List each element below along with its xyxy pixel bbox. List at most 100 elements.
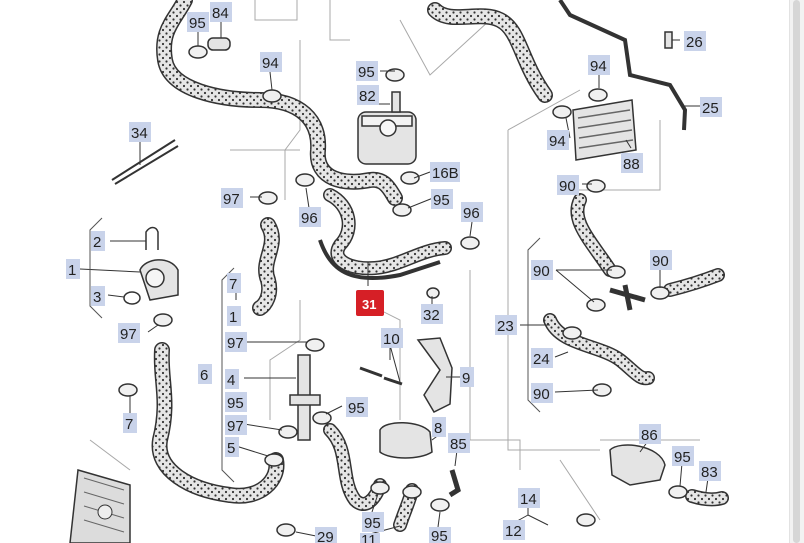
svg-text:1: 1 (229, 309, 237, 326)
svg-text:7: 7 (125, 416, 133, 433)
label-96: 96 (299, 207, 321, 227)
label-6: 6 (198, 364, 212, 384)
label-85: 85 (448, 433, 470, 453)
label-83: 83 (699, 461, 721, 481)
label-1: 1 (66, 259, 80, 279)
svg-text:95: 95 (674, 449, 691, 466)
label-86: 86 (639, 424, 661, 444)
label-97: 97 (118, 323, 140, 343)
svg-text:95: 95 (348, 400, 365, 417)
label-88: 88 (621, 153, 643, 173)
svg-text:3: 3 (93, 289, 101, 306)
label-95: 95 (362, 512, 384, 532)
svg-text:4: 4 (227, 372, 235, 389)
label-94: 94 (588, 55, 610, 75)
label-97: 97 (225, 332, 247, 352)
svg-text:82: 82 (359, 88, 376, 105)
svg-text:5: 5 (227, 440, 235, 457)
part-labels: 84 95 94 34 95 82 16B 95 96 97 96 94 94 … (66, 2, 722, 543)
svg-text:95: 95 (189, 15, 206, 32)
label-10: 10 (381, 328, 403, 348)
svg-text:90: 90 (652, 253, 669, 270)
label-95: 95 (429, 527, 451, 543)
svg-text:90: 90 (533, 386, 550, 403)
label-29: 29 (315, 527, 337, 543)
label-7: 7 (123, 413, 137, 433)
svg-text:97: 97 (227, 418, 244, 435)
label-2: 2 (91, 231, 105, 251)
svg-text:97: 97 (120, 326, 137, 343)
svg-text:1: 1 (68, 262, 76, 279)
label-90: 90 (531, 260, 553, 280)
label-32: 32 (421, 304, 443, 324)
svg-text:7: 7 (229, 276, 237, 293)
label-97: 97 (225, 415, 247, 435)
svg-text:96: 96 (301, 210, 318, 227)
svg-text:25: 25 (702, 100, 719, 117)
svg-text:34: 34 (131, 125, 148, 142)
label-12: 12 (503, 520, 525, 540)
svg-text:12: 12 (505, 523, 522, 540)
svg-text:94: 94 (590, 58, 607, 75)
label-1: 1 (227, 306, 241, 326)
label-34: 34 (129, 122, 151, 142)
label-90: 90 (557, 175, 579, 195)
label-24: 24 (531, 348, 553, 368)
svg-text:97: 97 (227, 335, 244, 352)
svg-text:88: 88 (623, 156, 640, 173)
label-90: 90 (650, 250, 672, 270)
svg-text:2: 2 (93, 234, 101, 251)
svg-text:85: 85 (450, 436, 467, 453)
svg-text:11: 11 (361, 532, 377, 543)
label-90: 90 (531, 383, 553, 403)
svg-text:84: 84 (212, 5, 229, 22)
label-3: 3 (91, 286, 105, 306)
label-84: 84 (210, 2, 232, 22)
svg-text:90: 90 (559, 178, 576, 195)
components (111, 0, 688, 537)
svg-text:95: 95 (433, 192, 450, 209)
svg-text:94: 94 (549, 133, 566, 150)
svg-text:96: 96 (463, 205, 480, 222)
label-94: 94 (260, 52, 282, 72)
svg-text:95: 95 (431, 528, 448, 543)
label-16b: 16B (430, 162, 460, 182)
label-4: 4 (225, 369, 239, 389)
svg-text:10: 10 (383, 331, 400, 348)
svg-text:32: 32 (423, 307, 440, 324)
svg-text:95: 95 (227, 395, 244, 412)
label-82: 82 (357, 85, 379, 105)
svg-text:24: 24 (533, 351, 550, 368)
svg-text:8: 8 (434, 420, 442, 437)
svg-text:94: 94 (262, 55, 279, 72)
label-8: 8 (432, 417, 446, 437)
svg-text:95: 95 (358, 64, 375, 81)
label-95: 95 (187, 12, 209, 32)
label-97: 97 (221, 188, 243, 208)
scrollbar-thumb[interactable] (793, 0, 800, 543)
label-95: 95 (431, 189, 453, 209)
label-95: 95 (356, 61, 378, 81)
label-9: 9 (460, 367, 474, 387)
label-96: 96 (461, 202, 483, 222)
svg-text:95: 95 (364, 515, 381, 532)
svg-text:31: 31 (362, 297, 376, 312)
label-11: 11 (360, 532, 380, 543)
vertical-scrollbar[interactable] (789, 0, 804, 543)
svg-text:86: 86 (641, 427, 658, 444)
label-14: 14 (518, 488, 540, 508)
label-31-highlight: 31 (356, 290, 384, 316)
radiator (69, 469, 131, 543)
svg-text:14: 14 (520, 491, 537, 508)
label-95: 95 (225, 392, 247, 412)
svg-text:97: 97 (223, 191, 240, 208)
svg-text:83: 83 (701, 464, 718, 481)
label-5: 5 (225, 437, 239, 457)
label-7: 7 (227, 273, 241, 293)
svg-text:6: 6 (200, 367, 208, 384)
label-26: 26 (684, 31, 706, 51)
svg-text:16B: 16B (432, 165, 459, 182)
svg-text:29: 29 (317, 529, 334, 543)
label-23: 23 (495, 315, 517, 335)
